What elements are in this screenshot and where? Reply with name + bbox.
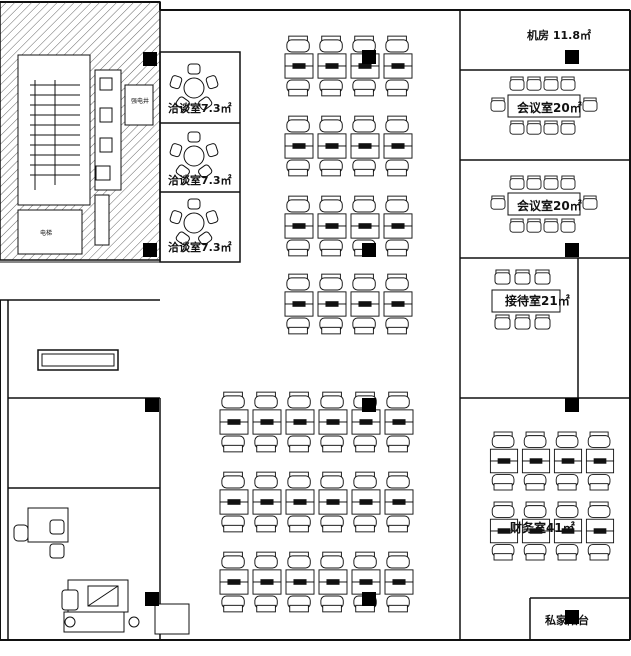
room-label-meeting-2: 会议室20㎡ xyxy=(517,198,582,213)
room-label-negotiation-1: 洽谈室7.3㎡ xyxy=(168,101,232,115)
left-lower-rooms xyxy=(7,300,161,640)
building-core: 强电井 电梯 xyxy=(0,1,161,301)
manager-office-furniture xyxy=(13,507,190,635)
meeting-room-2-furniture xyxy=(490,175,598,233)
structural-columns xyxy=(143,50,579,624)
open-office-upper xyxy=(284,35,413,335)
room-label-meeting-1: 会议室20㎡ xyxy=(517,100,582,115)
reception-counter xyxy=(37,349,119,371)
room-label-negotiation-3: 洽谈室7.3㎡ xyxy=(168,240,232,254)
room-label-finance: 财务室41㎡ xyxy=(509,520,575,535)
right-room-walls xyxy=(459,10,630,640)
reception-furniture xyxy=(491,269,561,330)
core-shaft-label: 电梯 xyxy=(40,229,52,237)
meeting-room-1-furniture xyxy=(490,76,598,135)
room-label-negotiation-2: 洽谈室7.3㎡ xyxy=(168,173,232,187)
room-label-reception: 接待室21㎡ xyxy=(505,293,570,308)
core-electrical-label: 强电井 xyxy=(131,97,149,105)
negotiation-rooms xyxy=(159,51,241,263)
round-table-set xyxy=(168,131,220,180)
room-label-machine-room: 机房 11.8㎡ xyxy=(527,28,591,42)
open-office-lower xyxy=(219,391,414,613)
finance-workstations xyxy=(489,431,615,561)
round-table-set xyxy=(168,198,220,247)
